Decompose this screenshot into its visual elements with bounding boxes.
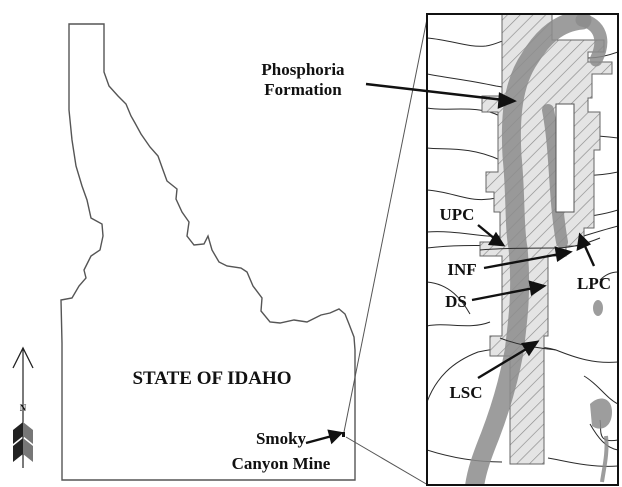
inset-frame [426,13,619,486]
outcrop-patch [593,300,603,316]
phosphoria-band-east-arm [575,14,608,67]
outcrop-east-sliver [600,435,609,483]
lsc-label: LSC [449,383,482,402]
north-label: N [20,403,27,413]
outcrop-south-patch [590,398,612,429]
phosphoria-label-line1: Phosphoria [261,60,345,79]
phosphoria-band-inner-lobe [542,104,568,248]
north-arrow: N [12,346,34,468]
inset-map [426,13,619,486]
lpc-label: LPC [577,274,611,293]
leader-arrows [305,82,596,445]
idaho-state-outline [60,23,356,481]
unleased-parcel [555,103,575,213]
inset-connector-top [343,13,429,433]
ds-label: DS [445,292,467,311]
inset-connector-bottom [345,436,429,486]
state-label: STATE OF IDAHO [132,368,291,389]
upc-label: UPC [440,205,475,224]
mine-label-line1: Smoky [256,429,307,448]
phosphoria-label-line2: Formation [264,80,342,99]
mine-label-line2: Canyon Mine [232,454,331,473]
mine-location-marker [342,432,345,437]
inf-label: INF [447,260,476,279]
